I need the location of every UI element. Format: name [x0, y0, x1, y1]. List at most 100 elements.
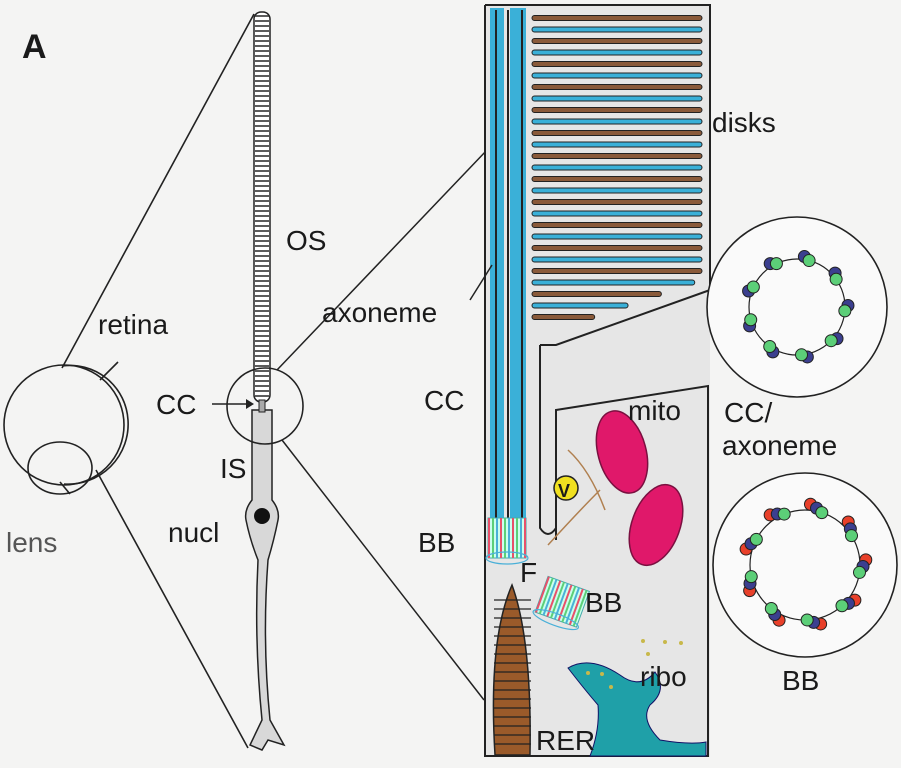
disk — [531, 61, 703, 67]
nucleus — [254, 508, 270, 524]
microtubule — [838, 304, 852, 318]
disk — [531, 176, 703, 182]
microtubule-triplet — [500, 518, 502, 558]
disk — [531, 164, 703, 171]
microtubule-triplet — [542, 579, 558, 616]
microtubule-triplet — [504, 518, 506, 558]
inner-segment-outline — [484, 5, 709, 757]
mitochondrion-1 — [595, 410, 649, 494]
label-nucl: nucl — [168, 517, 219, 548]
label-is: IS — [220, 453, 246, 484]
microtubule-triplet — [508, 518, 510, 558]
fibers — [547, 449, 606, 546]
microtubule — [835, 599, 849, 613]
disk — [531, 49, 703, 56]
axoneme-band-2 — [510, 8, 526, 518]
disk — [531, 314, 596, 320]
disk — [531, 222, 703, 228]
microtubule — [749, 532, 763, 546]
basal-body-rim — [532, 609, 579, 631]
disk — [531, 141, 703, 148]
disk — [531, 95, 703, 102]
basal-body-shell — [487, 517, 527, 559]
disk — [531, 26, 703, 33]
microtubule-triplet — [565, 587, 580, 624]
microtubule-triplet — [512, 518, 514, 558]
zoom-line-bottom — [95, 469, 249, 749]
rootlet-striations — [494, 599, 531, 745]
microtubule-triplet — [516, 518, 518, 558]
microtubule-triplet — [553, 583, 569, 620]
axoneme-pointer — [469, 264, 493, 301]
label-bb-right: BB — [782, 665, 819, 696]
disk — [531, 118, 703, 125]
disk — [531, 72, 703, 79]
vesicle — [553, 475, 579, 501]
microtubule-triplet — [546, 580, 562, 617]
panel-label: A — [22, 28, 47, 66]
basal-body-1 — [485, 517, 529, 565]
ribosomes — [586, 639, 683, 689]
cc-arrowhead — [246, 399, 254, 409]
basal-body-rim — [485, 551, 529, 565]
connecting-cilium — [258, 399, 266, 413]
microtubule-triplet — [520, 518, 522, 558]
disk — [531, 279, 696, 286]
retina-pointer — [99, 361, 119, 381]
label-mito: mito — [628, 395, 681, 426]
microtubule-triplet — [524, 518, 526, 558]
microtubule-triplet — [572, 590, 588, 627]
cc-cross-section — [706, 216, 888, 398]
disk — [531, 233, 703, 240]
label-ribo: ribo — [640, 661, 687, 692]
triplet-ring — [739, 497, 873, 631]
microtubule — [829, 272, 843, 286]
microtubule — [815, 506, 829, 520]
rough-er — [567, 662, 707, 757]
label-v: V — [558, 481, 570, 501]
disk — [531, 38, 703, 44]
microtubule-triplet — [568, 588, 584, 626]
microtubule-triplet — [561, 585, 577, 623]
lens-shape — [27, 441, 93, 495]
disk — [531, 84, 703, 90]
microtubule — [763, 340, 777, 354]
microtubule — [746, 280, 760, 294]
label-cc-axoneme-2: axoneme — [722, 430, 837, 461]
outer-segment-disks — [255, 15, 269, 397]
label-cc-axoneme-1: CC/ — [724, 397, 772, 428]
disk — [531, 256, 703, 263]
disk — [531, 245, 703, 251]
microtubule — [845, 529, 859, 543]
basal-body-2 — [532, 575, 591, 631]
microtubule — [800, 613, 814, 627]
microtubule-triplet — [535, 576, 550, 613]
detail-panel: V — [469, 4, 711, 757]
microtubule-triplet — [496, 518, 498, 558]
disk — [531, 302, 629, 309]
disk — [531, 199, 703, 205]
magnify-line-top — [276, 149, 488, 371]
label-os: OS — [286, 225, 326, 256]
mitochondrion-2 — [628, 483, 684, 567]
eyeball — [3, 364, 125, 486]
label-lens: lens — [6, 527, 57, 558]
microtubule-triplet — [538, 577, 554, 615]
magnify-circle — [226, 367, 304, 445]
microtubule — [769, 257, 783, 271]
microtubule-triplet — [488, 518, 490, 558]
microtubule — [802, 254, 816, 268]
microtubule — [824, 334, 838, 348]
label-axoneme: axoneme — [322, 297, 437, 328]
disk — [531, 268, 703, 274]
label-bb-left: BB — [418, 527, 455, 558]
doublet-ring — [742, 250, 855, 364]
disk — [531, 210, 703, 217]
label-retina: retina — [98, 309, 168, 340]
label-f: F — [520, 557, 537, 588]
disk — [531, 187, 703, 194]
retina-layer — [61, 364, 129, 485]
disk — [531, 153, 703, 159]
